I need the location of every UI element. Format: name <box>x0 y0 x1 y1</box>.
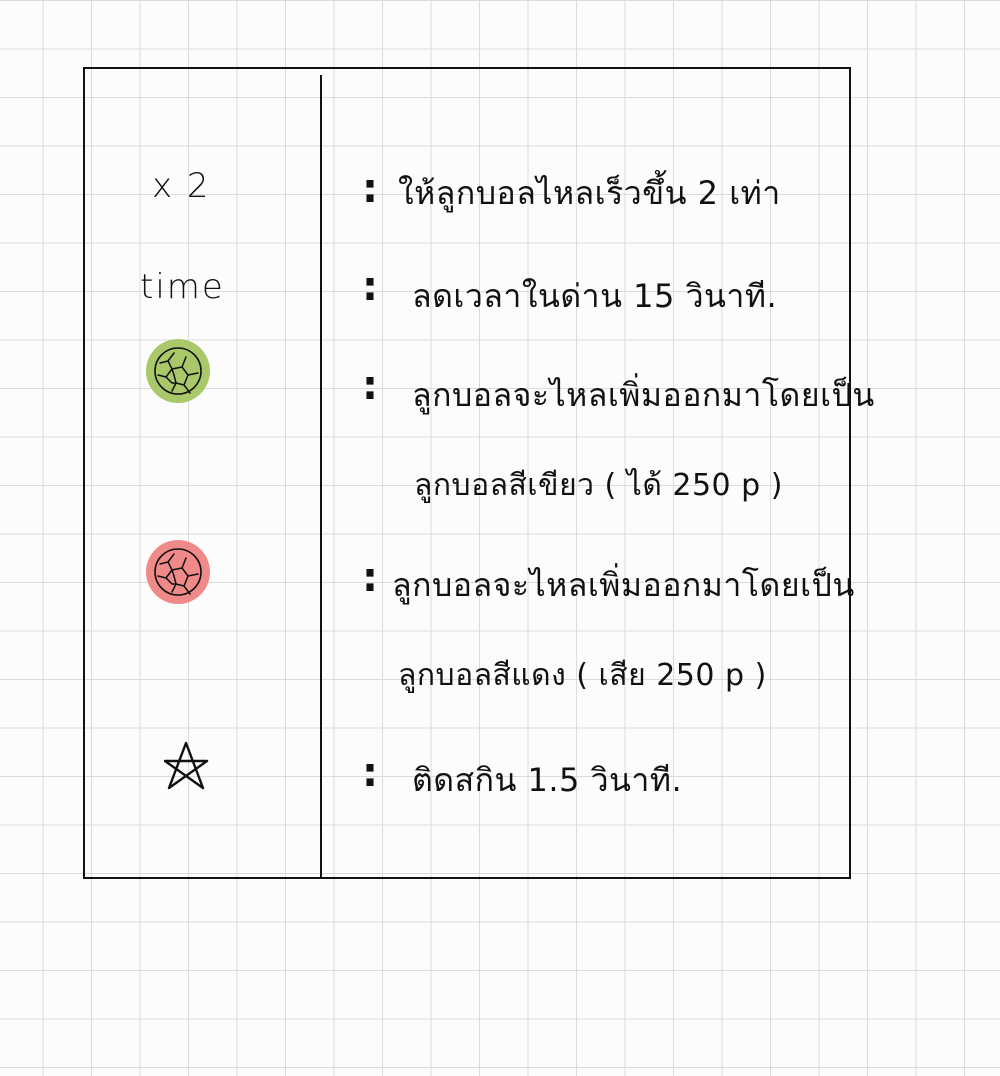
red-ball-description-line2: ลูกบอลสีแดง ( เสีย 250 p ) <box>398 658 767 693</box>
green-ball-icon <box>146 339 210 403</box>
star-icon <box>163 741 209 790</box>
time-description: ลดเวลาในด่าน 15 วินาที. <box>412 277 778 315</box>
colon: : <box>362 363 378 409</box>
green-ball-description-line2: ลูกบอลสีเขียว ( ได้ 250 p ) <box>414 468 783 503</box>
colon: : <box>362 555 378 601</box>
time-label: time <box>140 267 225 307</box>
star-description: ติดสกิน 1.5 วินาที. <box>412 761 683 799</box>
red-ball-icon <box>146 540 210 604</box>
column-divider <box>320 75 322 877</box>
colon: : <box>362 750 378 796</box>
colon: : <box>362 264 378 310</box>
colon: : <box>362 166 378 212</box>
green-ball-description-line1: ลูกบอลจะไหลเพิ่มออกมาโดยเป็น <box>412 376 875 414</box>
double-speed-description: ให้ลูกบอลไหลเร็วขึ้น 2 เท่า <box>398 174 781 212</box>
red-ball-description-line1: ลูกบอลจะไหลเพิ่มออกมาโดยเป็น <box>392 566 855 604</box>
double-speed-label: x 2 <box>152 166 211 206</box>
powerup-table <box>83 67 851 879</box>
